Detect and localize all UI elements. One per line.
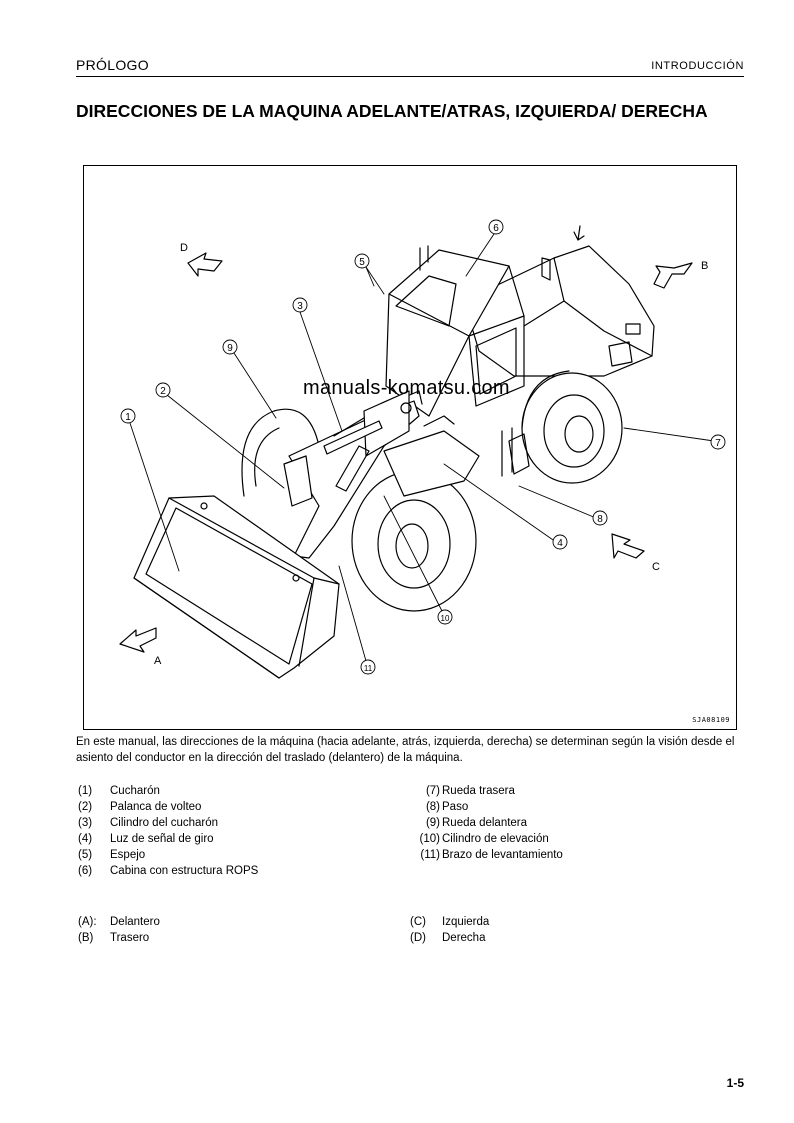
list-item: (C) Izquierda: [410, 914, 710, 930]
item-label: Brazo de levantamiento: [442, 849, 563, 861]
item-number: (D): [410, 932, 426, 944]
list-item: (11)Brazo de levantamiento: [412, 847, 732, 863]
item-label: Izquierda: [442, 916, 490, 928]
arrow-a-icon: [119, 627, 157, 653]
item-number: (3): [78, 817, 93, 829]
watermark-text: manuals-komatsu.com: [303, 377, 510, 399]
arrow-d-icon: [187, 252, 223, 277]
arrow-c-icon: [611, 533, 645, 559]
wheel-loader-drawing: 1 2 3 9 5 6 7 8 4 10 11 D B C A: [119, 219, 726, 679]
engine-hood: [463, 225, 655, 377]
parts-list-left: (1) Cucharón (2) Palanca de volteo (3) Cili…: [78, 783, 378, 879]
callout-8: 8: [597, 514, 603, 525]
front-wheel-left: [241, 408, 320, 497]
item-number: (7): [425, 785, 440, 797]
list-item: (1) Cucharón: [78, 783, 378, 799]
item-number: (9): [425, 817, 440, 829]
item-number: (5): [78, 849, 93, 861]
item-label: Cucharón: [110, 785, 160, 797]
list-item: (B) Trasero: [78, 930, 378, 946]
callout-7: 7: [715, 438, 721, 449]
bucket-cylinder: [283, 420, 383, 507]
figure-code: SJA08109: [692, 716, 730, 724]
header-rule: [76, 76, 744, 77]
front-frame: [383, 415, 530, 497]
item-number: (C): [410, 916, 426, 928]
directions-list-left: (A): Delantero (B) Trasero: [78, 914, 378, 946]
item-number: (4): [78, 833, 93, 845]
direction-c-label: C: [652, 561, 660, 573]
callout-1: 1: [125, 412, 131, 423]
callout-10: 10: [441, 614, 450, 623]
item-number: (8): [425, 801, 440, 813]
list-item: (9)Rueda delantera: [412, 815, 732, 831]
direction-d-label: D: [180, 242, 188, 254]
bucket: [133, 495, 340, 679]
chapter-title: INTRODUCCIÓN: [651, 60, 744, 72]
list-item: (2) Palanca de volteo: [78, 799, 378, 815]
item-label: Rueda trasera: [442, 785, 515, 797]
callout-2: 2: [160, 386, 166, 397]
arrow-b-icon: [653, 262, 693, 289]
item-label: Cilindro del cucharón: [110, 817, 219, 829]
item-number: (1): [78, 785, 93, 797]
list-item: (3) Cilindro del cucharón: [78, 815, 378, 831]
item-label: Delantero: [110, 916, 160, 928]
list-item: (6) Cabina con estructura ROPS: [78, 863, 378, 879]
item-label: Trasero: [110, 932, 150, 944]
item-label: Palanca de volteo: [110, 801, 202, 813]
item-label: Rueda delantera: [442, 817, 528, 829]
item-number: (2): [78, 801, 93, 813]
list-item: (5) Espejo: [78, 847, 378, 863]
callout-leaders: [129, 233, 715, 669]
list-item: (10)Cilindro de elevación: [412, 831, 732, 847]
lift-arm: [288, 390, 423, 559]
rear-wheel: [521, 370, 623, 484]
callout-5: 5: [359, 257, 365, 268]
callout-11: 11: [364, 664, 373, 673]
list-item: (A): Delantero: [78, 914, 378, 930]
section-title: PRÓLOGO: [76, 57, 149, 73]
front-wheel-right: [351, 470, 477, 612]
item-label: Paso: [442, 801, 469, 813]
item-number: (10): [419, 833, 440, 845]
directions-list-right: (C) Izquierda (D) Derecha: [410, 914, 710, 946]
item-number: (6): [78, 865, 93, 877]
item-label: Espejo: [110, 849, 146, 861]
item-label: Derecha: [442, 932, 486, 944]
item-label: Cilindro de elevación: [442, 833, 549, 845]
list-item: (7)Rueda trasera: [412, 783, 732, 799]
list-item: (8)Paso: [412, 799, 732, 815]
item-number: (B): [78, 932, 94, 944]
direction-a-label: A: [154, 655, 162, 667]
item-label: Luz de señal de giro: [110, 833, 214, 845]
callout-6: 6: [493, 223, 499, 234]
list-item: (4) Luz de señal de giro: [78, 831, 378, 847]
page-number: 1-5: [726, 1076, 744, 1090]
page-title: DIRECCIONES DE LA MAQUINA ADELANTE/ATRAS…: [76, 101, 708, 121]
parts-list-right: (7)Rueda trasera (8)Paso (9)Rueda delant…: [412, 783, 732, 863]
callout-labels: 1 2 3 9 5 6 7 8 4 10 11 D B C A: [125, 223, 721, 673]
callout-circles: [120, 219, 726, 675]
callout-9: 9: [227, 343, 233, 354]
item-number: (11): [420, 849, 440, 861]
machine-diagram: 1 2 3 9 5 6 7 8 4 10 11 D B C A SJA08109: [83, 165, 737, 730]
intro-paragraph: En este manual, las direcciones de la má…: [76, 736, 735, 764]
item-label: Cabina con estructura ROPS: [110, 865, 259, 877]
callout-3: 3: [297, 301, 303, 312]
list-item: (D) Derecha: [410, 930, 710, 946]
direction-b-label: B: [701, 260, 708, 272]
item-number: (A):: [78, 916, 97, 928]
callout-4: 4: [557, 538, 563, 549]
